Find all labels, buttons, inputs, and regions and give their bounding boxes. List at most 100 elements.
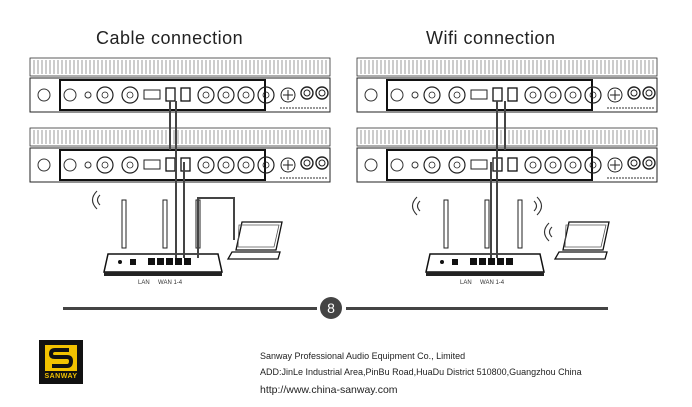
- speaker-terminal-icon: [300, 156, 314, 170]
- router-port-icon: [488, 258, 495, 265]
- router-port-icon: [184, 258, 191, 265]
- xlr-connector-icon: [524, 86, 542, 104]
- power-inlet-icon: [37, 158, 51, 172]
- wifi-signal-icon: [536, 196, 543, 216]
- xlr-connector-icon: [584, 156, 602, 174]
- wifi-signal-icon: [91, 190, 98, 210]
- router-port-icon: [175, 258, 182, 265]
- wifi-signal-icon: [416, 200, 421, 212]
- wifi-signal-icon: [96, 194, 101, 206]
- logo-mark: [45, 345, 77, 371]
- fan-icon: [607, 87, 623, 103]
- xlr-connector-icon: [564, 86, 582, 104]
- wifi-connection-title: Wifi connection: [426, 28, 556, 48]
- divider-left: [63, 307, 317, 310]
- ethernet-port-icon: [507, 87, 518, 102]
- speaker-terminal-icon: [315, 86, 329, 100]
- power-switch-icon: [63, 88, 77, 102]
- antenna-icon: [484, 199, 490, 249]
- company-name: Sanway Professional Audio Equipment Co.,…: [260, 351, 466, 361]
- serial-port-icon: [470, 159, 488, 170]
- router-port-icon: [506, 258, 513, 265]
- speaker-terminal-icon: [315, 156, 329, 170]
- ethernet-port-icon: [180, 87, 191, 102]
- antenna-icon: [162, 199, 168, 249]
- router-port-icon: [157, 258, 164, 265]
- xlr-connector-icon: [423, 156, 441, 174]
- wifi-signal-icon: [543, 222, 550, 242]
- xlr-connector-icon: [121, 86, 139, 104]
- xlr-connector-icon: [96, 156, 114, 174]
- router-port-icon: [148, 258, 155, 265]
- fan-icon: [280, 87, 296, 103]
- company-website: http://www.china-sanway.com: [260, 384, 398, 396]
- xlr-connector-icon: [197, 86, 215, 104]
- laptop-keyboard-icon: [226, 251, 281, 260]
- antenna-icon: [121, 199, 127, 249]
- serial-port-icon: [470, 89, 488, 100]
- xlr-connector-icon: [217, 156, 235, 174]
- antenna-icon: [517, 199, 523, 249]
- laptop-keyboard-icon: [553, 251, 608, 260]
- sanway-logo: SANWAY: [39, 340, 83, 384]
- logo-wordmark: SANWAY: [44, 373, 78, 380]
- laptop-screen-icon: [562, 221, 610, 251]
- wifi-signal-icon: [411, 196, 418, 216]
- power-inlet-icon: [364, 158, 378, 172]
- xlr-connector-icon: [217, 86, 235, 104]
- xlr-connector-icon: [237, 86, 255, 104]
- ethernet-port-icon: [507, 157, 518, 172]
- xlr-connector-icon: [96, 86, 114, 104]
- xlr-connector-icon: [237, 156, 255, 174]
- cable-amplifier-1: [29, 57, 331, 113]
- power-inlet-icon: [37, 88, 51, 102]
- router-port-icon: [166, 258, 173, 265]
- input-panel-frame: [386, 79, 593, 111]
- xlr-connector-icon: [448, 86, 466, 104]
- cable-router: LAN WAN 1-4: [103, 199, 223, 286]
- router-wan-label: WAN 1-4: [158, 280, 183, 286]
- wifi-amplifier-1: [356, 57, 658, 113]
- serial-port-icon: [143, 89, 161, 100]
- power-switch-icon: [390, 158, 404, 172]
- ethernet-port-icon: [180, 157, 191, 172]
- cable-amplifier-2: [29, 127, 331, 183]
- wifi-laptop: [553, 221, 610, 260]
- speaker-terminal-icon: [300, 86, 314, 100]
- xlr-connector-icon: [584, 86, 602, 104]
- power-switch-icon: [390, 88, 404, 102]
- input-panel-frame: [59, 149, 266, 181]
- wifi-signal-icon: [533, 200, 538, 212]
- xlr-connector-icon: [544, 156, 562, 174]
- wifi-amplifier-2: [356, 127, 658, 183]
- xlr-connector-icon: [197, 156, 215, 174]
- input-panel-frame: [59, 79, 266, 111]
- power-switch-icon: [63, 158, 77, 172]
- speaker-terminal-icon: [627, 156, 641, 170]
- xlr-connector-icon: [448, 156, 466, 174]
- router-port-icon: [497, 258, 504, 265]
- router-lan-label: LAN: [138, 280, 150, 286]
- xlr-connector-icon: [121, 156, 139, 174]
- speaker-terminal-icon: [627, 86, 641, 100]
- router-port-icon: [470, 258, 477, 265]
- power-inlet-icon: [364, 88, 378, 102]
- xlr-connector-icon: [257, 86, 275, 104]
- page-number: 8: [320, 297, 342, 319]
- speaker-terminal-icon: [642, 86, 656, 100]
- company-address: ADD:JinLe Industrial Area,PinBu Road,Hua…: [260, 367, 582, 377]
- divider-right: [346, 307, 608, 310]
- serial-port-icon: [143, 159, 161, 170]
- cable-connection-title: Cable connection: [96, 28, 244, 48]
- xlr-connector-icon: [544, 86, 562, 104]
- xlr-connector-icon: [524, 156, 542, 174]
- xlr-connector-icon: [257, 156, 275, 174]
- xlr-connector-icon: [423, 86, 441, 104]
- fan-icon: [280, 157, 296, 173]
- antenna-icon: [443, 199, 449, 249]
- input-panel-frame: [386, 149, 593, 181]
- network-cable: [197, 197, 235, 258]
- router-port-icon: [479, 258, 486, 265]
